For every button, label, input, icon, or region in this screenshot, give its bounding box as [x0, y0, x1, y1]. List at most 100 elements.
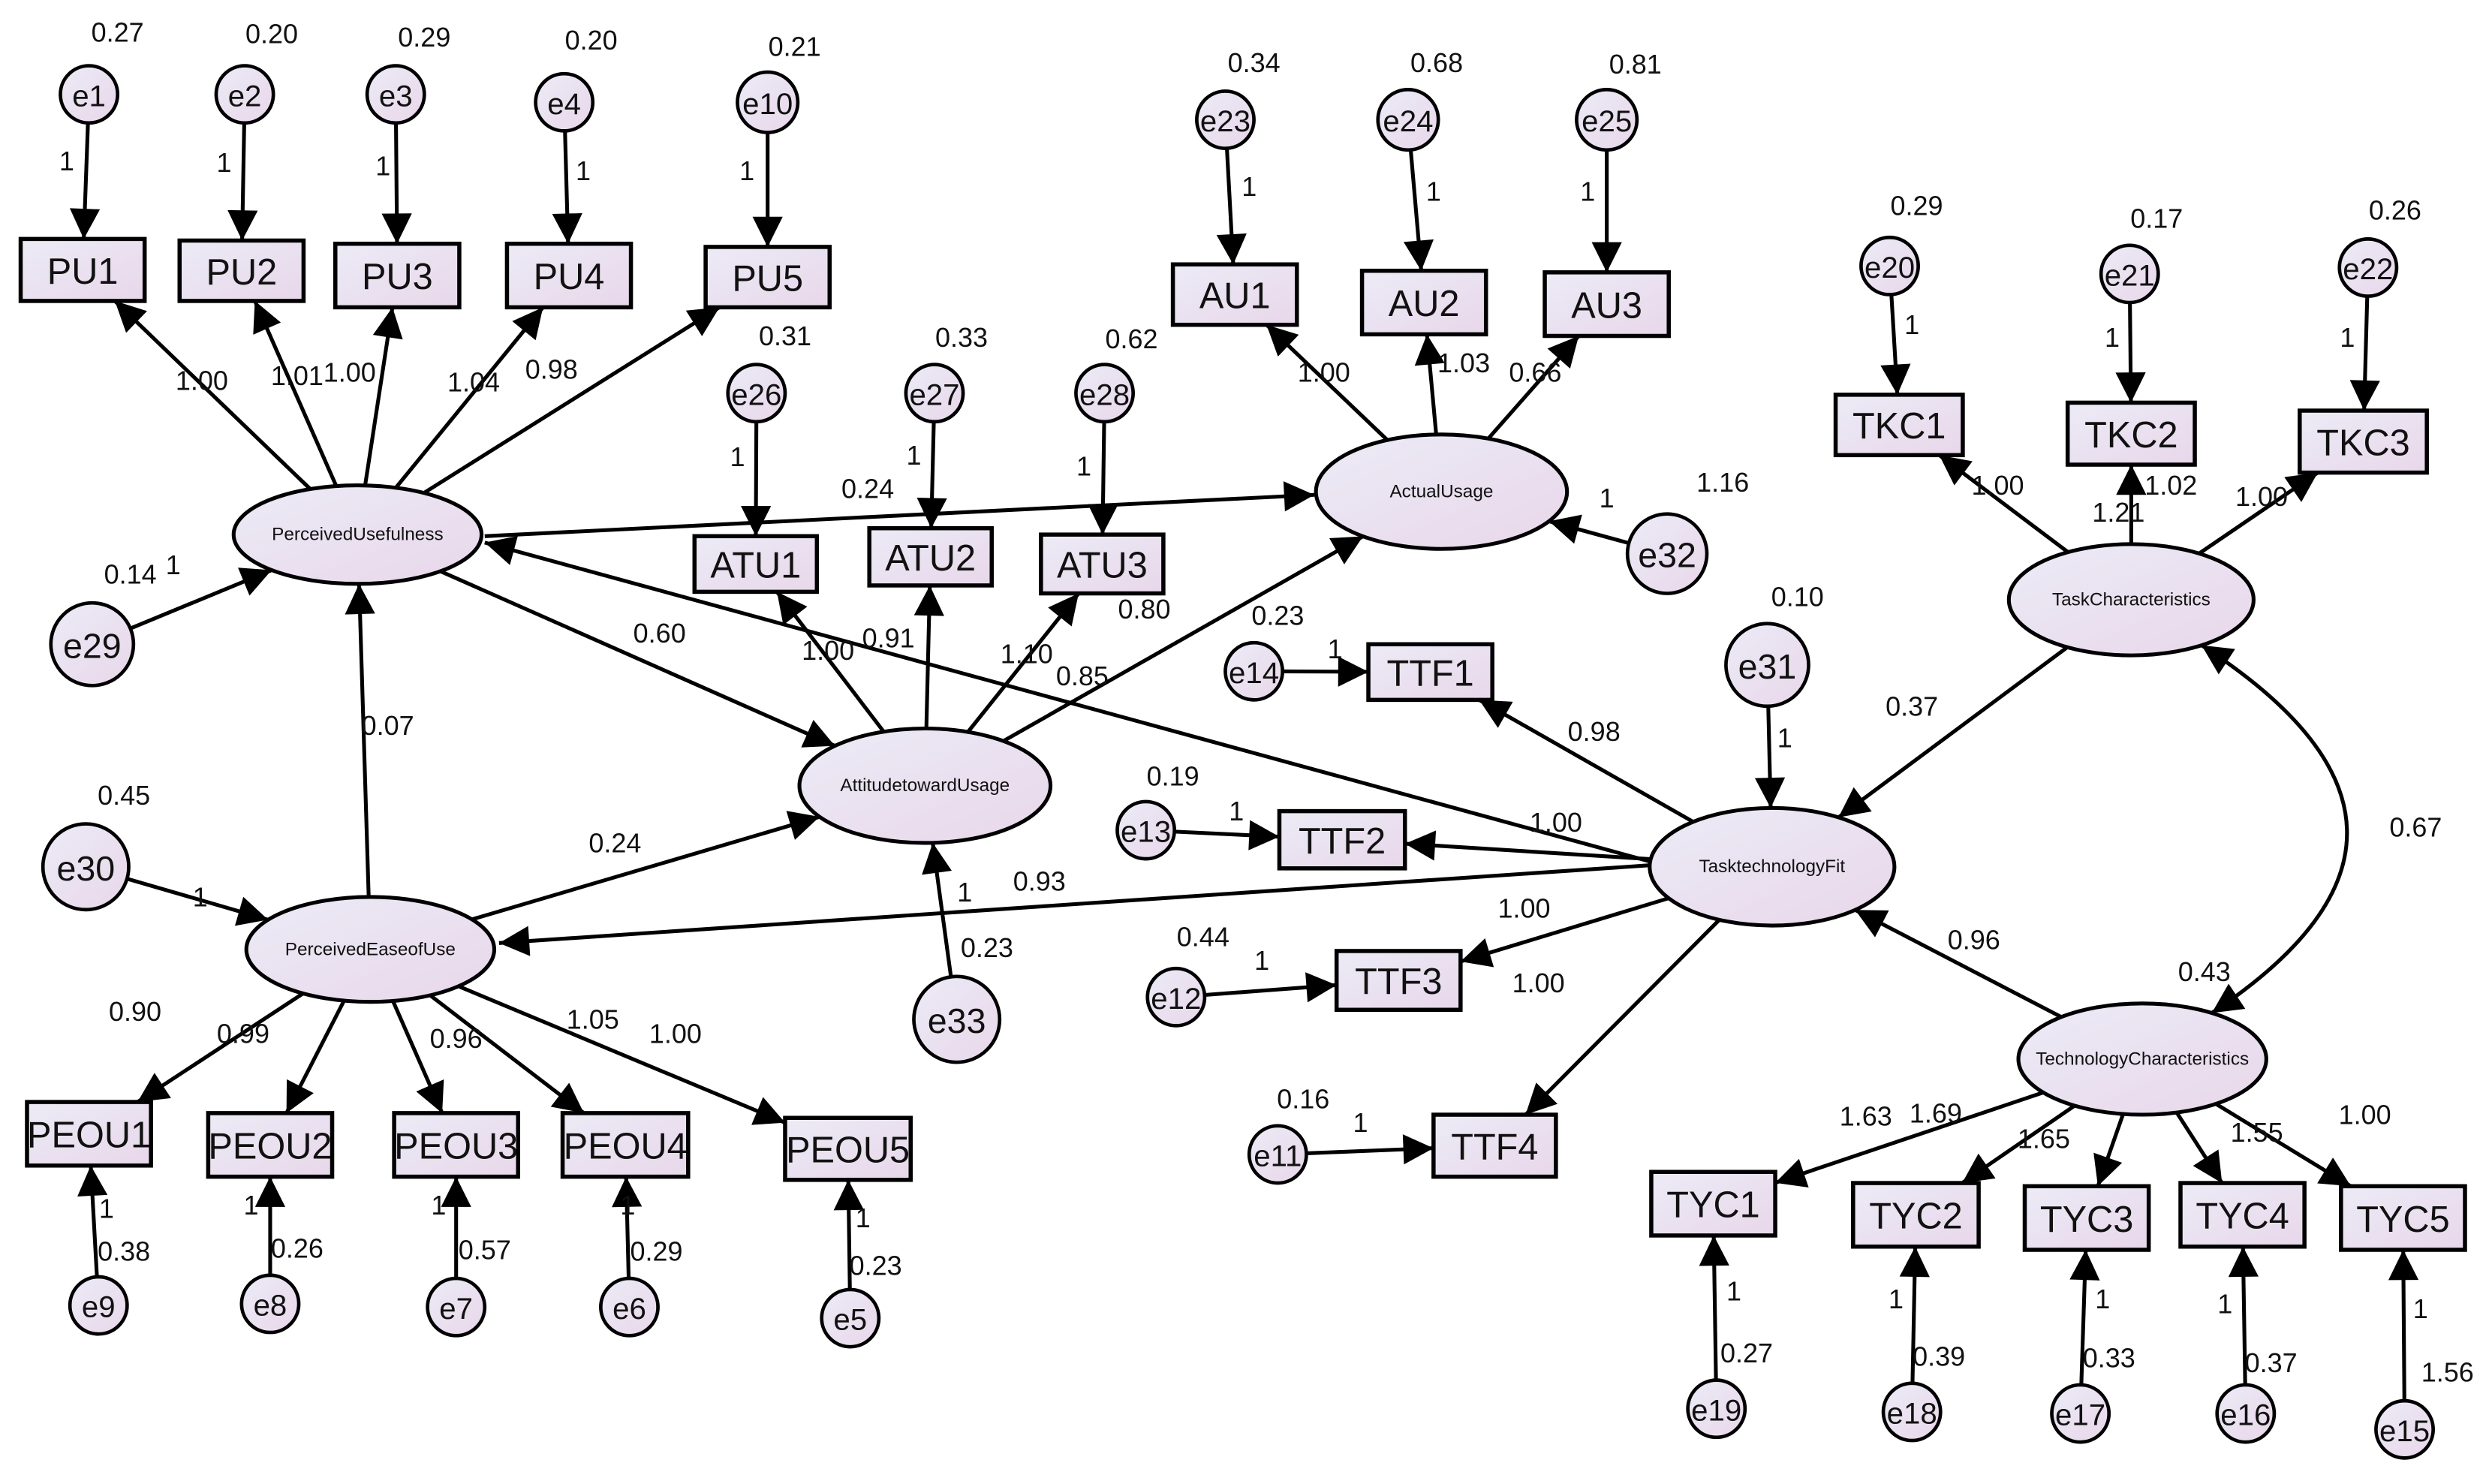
error-variance-label: 0.62 — [1106, 324, 1158, 354]
path-arrow-e5-PEOU5 — [833, 1179, 864, 1290]
path-arrow-PerceivedEaseofUse-PEOU1 — [136, 992, 305, 1104]
path-arrow-TasktechnologyFit-PerceivedUsefulness — [484, 535, 1659, 865]
error-variance-label: 0.20 — [565, 25, 618, 56]
error-variance-label: 0.26 — [271, 1233, 324, 1263]
error-variance-label: 0.20 — [245, 19, 298, 50]
path-arrow-e29-PerceivedUsefulness — [129, 567, 272, 631]
path-coefficient-label: 1 — [1229, 796, 1244, 826]
path-arrow-PerceivedEaseofUse-PEOU4 — [429, 993, 585, 1115]
path-coefficient-label: 1.00 — [324, 357, 376, 388]
path-coefficient-label: 1 — [1328, 634, 1343, 664]
error-term-e29 — [49, 601, 136, 688]
path-arrow-e14-TTF1 — [1282, 656, 1369, 687]
error-term-e22 — [2337, 237, 2399, 298]
error-term-e28 — [1074, 363, 1135, 424]
path-arrow-PerceivedUsefulness-PU4 — [394, 306, 545, 489]
path-arrow-PerceivedUsefulness-ActualUsage — [484, 481, 1315, 538]
error-term-e27 — [904, 363, 965, 424]
path-arrow-ActualUsage-AU2 — [1414, 334, 1445, 435]
latent-node-label: TaskCharacteristics — [2052, 589, 2211, 610]
coefficient-label: 1.21 — [2092, 497, 2144, 528]
error-term-label: e11 — [1254, 1139, 1302, 1173]
path-arrow-TaskCharacteristics-TKC3 — [2198, 471, 2319, 555]
observed-node-label: ATU2 — [885, 538, 976, 579]
path-coefficient-label: 1.05 — [567, 1004, 619, 1034]
path-coefficient-label: 1 — [431, 1190, 446, 1221]
error-term-label: e32 — [1638, 536, 1696, 575]
path-arrow-TasktechnologyFit-TTF4 — [1524, 918, 1721, 1116]
latent-variance-label: 0.43 — [2178, 956, 2231, 987]
error-term-label: e20 — [1864, 251, 1915, 284]
error-variance-label: 0.21 — [769, 32, 821, 62]
observed-node-label: PU1 — [47, 251, 119, 292]
error-term-e4 — [534, 71, 595, 133]
path-coefficient-label: 1 — [739, 155, 754, 186]
path-arrow-e3-PU3 — [381, 122, 412, 244]
error-term-e14 — [1223, 640, 1285, 702]
observed-node-label: TTF3 — [1355, 962, 1442, 1002]
observed-node-label: TKC3 — [2316, 423, 2409, 463]
error-variance-label: 0.23 — [850, 1251, 902, 1281]
error-term-label: e7 — [439, 1292, 473, 1326]
error-term-label: e28 — [1079, 378, 1130, 411]
path-coefficient-label: 1.00 — [2235, 481, 2288, 512]
error-variance-label: 0.14 — [104, 559, 157, 590]
error-variance-label: 0.23 — [961, 932, 1013, 963]
observed-node-label: TYC2 — [1869, 1197, 1962, 1237]
path-arrow-e21-TKC2 — [2115, 303, 2146, 403]
error-term-label: e31 — [1738, 647, 1797, 686]
error-variance-label: 0.16 — [1277, 1083, 1329, 1114]
error-term-label: e8 — [254, 1289, 287, 1323]
observed-node-PU4 — [504, 241, 634, 310]
path-arrow-PerceivedEaseofUse-PEOU2 — [284, 999, 346, 1115]
error-term-label: e1 — [72, 79, 106, 113]
path-arrow-e31-TasktechnologyFit — [1754, 706, 1786, 808]
error-term-label: e15 — [2379, 1414, 2430, 1448]
error-variance-label: 0.39 — [1913, 1341, 1965, 1371]
error-variance-label: 0.10 — [1771, 581, 1824, 612]
path-coefficient-label: 1 — [244, 1190, 259, 1221]
error-variance-label: 0.57 — [459, 1234, 511, 1265]
path-arrow-e28-ATU3 — [1088, 421, 1118, 535]
path-arrow-e4-PU4 — [552, 131, 582, 244]
path-coefficient-label: 1.01 — [271, 360, 324, 391]
error-term-e8 — [239, 1273, 301, 1335]
observed-node-ATU3 — [1039, 532, 1166, 596]
observed-node-label: PU2 — [206, 252, 277, 293]
error-term-e20 — [1859, 235, 1920, 296]
error-term-label: e29 — [63, 626, 122, 665]
observed-node-label: AU1 — [1199, 276, 1271, 317]
observed-node-PEOU1 — [25, 1100, 153, 1168]
path-coefficient-label: 0.99 — [217, 1019, 269, 1049]
error-term-label: e14 — [1229, 656, 1279, 690]
error-term-e17 — [2050, 1383, 2111, 1444]
error-term-e16 — [2215, 1383, 2277, 1444]
observed-node-label: PU4 — [534, 257, 605, 297]
path-arrow-AttitudetowardUsage-ATU2 — [913, 585, 944, 729]
path-coefficient-label: 0.98 — [525, 354, 578, 384]
error-term-label: e24 — [1383, 104, 1433, 138]
error-term-label: e3 — [379, 79, 413, 113]
path-coefficient-label: 1.00 — [1298, 357, 1350, 388]
path-arrow-TechnologyCharacteristics-TYC4 — [2174, 1111, 2224, 1184]
observed-node-TYC4 — [2178, 1181, 2307, 1249]
observed-node-TKC1 — [1833, 393, 1965, 458]
path-coefficient-label: 1 — [957, 877, 972, 908]
observed-node-label: TKC1 — [1852, 406, 1946, 447]
path-arrow-e22-TKC3 — [2349, 296, 2380, 411]
observed-node-TTF2 — [1277, 808, 1407, 871]
path-arrow-e24-AU2 — [1403, 149, 1434, 271]
latent-node-AttitudetowardUsage — [797, 726, 1053, 845]
error-variance-label: 0.26 — [2369, 195, 2421, 226]
covariance-label: 0.67 — [2389, 811, 2442, 842]
error-term-label: e13 — [1121, 815, 1171, 849]
path-arrow-PerceivedEaseofUse-AttitudetowardUsage — [471, 811, 820, 922]
path-coefficient-label: 0.96 — [1948, 925, 2000, 956]
observed-node-label: TYC4 — [2196, 1197, 2289, 1237]
error-term-label: e30 — [56, 849, 115, 888]
path-arrow-e27-ATU2 — [916, 421, 947, 528]
path-arrow-e12-TTF3 — [1204, 972, 1337, 1003]
path-coefficient-label: 1 — [1353, 1107, 1368, 1138]
path-arrow-TasktechnologyFit-TTF3 — [1460, 896, 1669, 968]
